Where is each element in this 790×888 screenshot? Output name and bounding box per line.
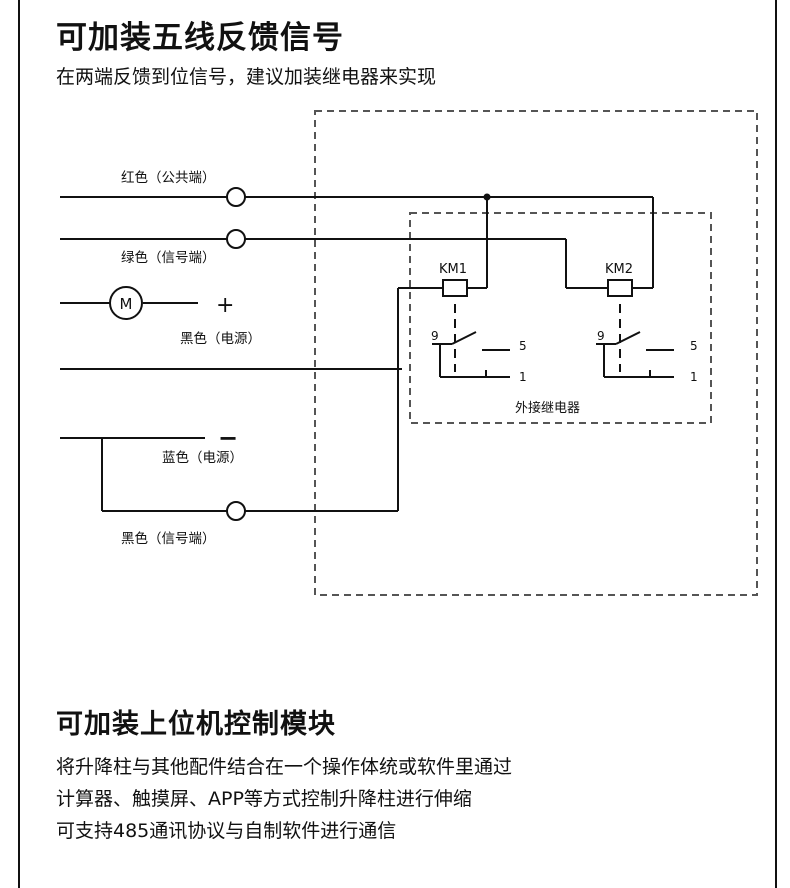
km2-terminal-9: 9: [597, 329, 605, 343]
minus-sign: −: [218, 424, 238, 452]
feedback-heading: 可加装五线反馈信号: [56, 20, 344, 56]
controller-description-line-2: 计算器、触摸屏、APP等方式控制升降柱进行伸缩: [56, 788, 472, 810]
green-terminal: [226, 229, 246, 249]
motor-label: M: [120, 295, 133, 313]
km1-terminal-5: 5: [519, 339, 527, 353]
controller-description-line-3: 可支持485通讯协议与自制软件进行通信: [56, 820, 397, 842]
controller-description-line-1: 将升降柱与其他配件结合在一个操作体统或软件里通过: [56, 756, 513, 778]
km1-label: KM1: [439, 262, 467, 277]
page-frame-left: [18, 0, 20, 888]
km2-label: KM2: [605, 262, 633, 277]
black-signal-label: 黑色（信号端）: [121, 530, 216, 547]
green-wire-label: 绿色（信号端）: [121, 249, 216, 266]
km1-terminal-9: 9: [431, 329, 439, 343]
outer-dashed-box: [314, 110, 758, 596]
km1-coil: [442, 279, 468, 297]
red-terminal: [226, 187, 246, 207]
relay-dashed-box: [409, 212, 712, 424]
external-relay-label: 外接继电器: [515, 400, 580, 416]
page-frame-right: [775, 0, 777, 888]
km1-terminal-1: 1: [519, 370, 527, 384]
feedback-subheading: 在两端反馈到位信号，建议加装继电器来实现: [56, 66, 437, 88]
black-power-label: 黑色（电源）: [180, 330, 261, 347]
black-signal-terminal: [226, 501, 246, 521]
red-wire-label: 红色（公共端）: [121, 169, 216, 186]
junction-dot: [483, 193, 491, 201]
blue-power-label: 蓝色（电源）: [162, 449, 243, 466]
motor-symbol: [109, 286, 143, 320]
plus-sign: +: [216, 293, 234, 318]
km2-terminal-1: 1: [690, 370, 698, 384]
km2-coil: [607, 279, 633, 297]
km2-terminal-5: 5: [690, 339, 698, 353]
controller-heading: 可加装上位机控制模块: [56, 709, 336, 740]
